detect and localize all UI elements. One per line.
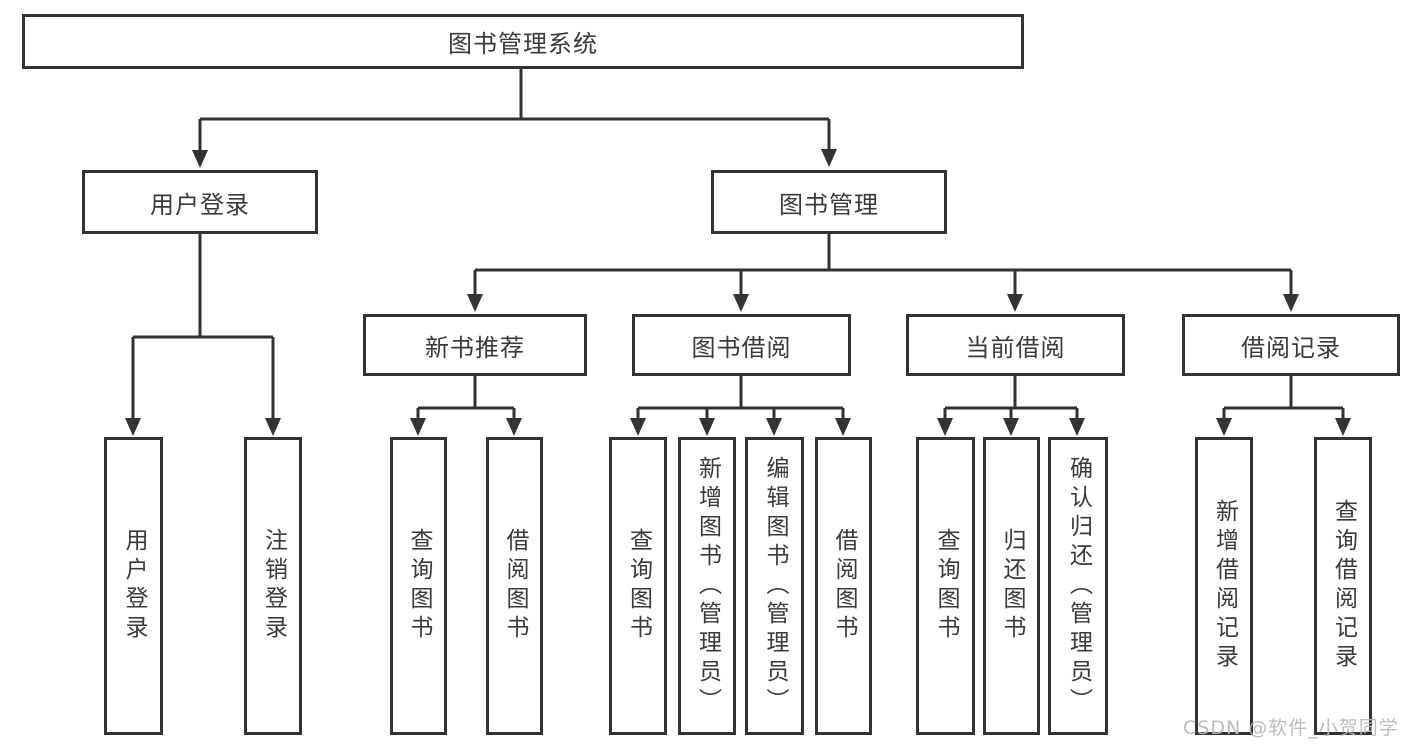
node-book-borrow: 图书借阅 <box>632 314 851 376</box>
leaf-label: 确认归还（管理员） <box>1065 455 1092 717</box>
leaf-add-book-admin: 新增图书（管理员） <box>678 437 736 735</box>
node-system-root: 图书管理系统 <box>22 14 1024 69</box>
leaf-confirm-return-admin: 确认归还（管理员） <box>1048 437 1108 735</box>
leaf-borrow-books-1: 借阅图书 <box>486 437 543 735</box>
leaf-label: 查询图书 <box>406 528 432 644</box>
leaf-label: 编辑图书（管理员） <box>762 455 788 717</box>
leaf-label: 注销登录 <box>260 528 287 644</box>
leaf-add-borrow-record: 新增借阅记录 <box>1195 437 1253 735</box>
leaf-query-books-1: 查询图书 <box>390 437 447 735</box>
leaf-label: 借阅图书 <box>502 528 528 644</box>
leaf-label: 查询图书 <box>625 528 652 644</box>
leaf-query-books-2: 查询图书 <box>609 437 667 735</box>
leaf-query-borrow-record: 查询借阅记录 <box>1314 437 1372 735</box>
leaf-query-books-3: 查询图书 <box>916 437 975 735</box>
leaf-label: 新增借阅记录 <box>1211 499 1238 673</box>
leaf-label: 查询图书 <box>933 528 959 644</box>
csdn-watermark: CSDN @软件_小贺同学 <box>1183 717 1399 739</box>
leaf-user-login: 用户登录 <box>104 437 163 735</box>
node-book-management: 图书管理 <box>711 170 947 234</box>
leaf-logout: 注销登录 <box>244 437 302 735</box>
node-user-login: 用户登录 <box>82 170 318 234</box>
leaf-label: 用户登录 <box>121 528 147 644</box>
node-current-borrow: 当前借阅 <box>906 314 1125 376</box>
leaf-label: 新增图书（管理员） <box>694 455 721 717</box>
node-new-book-recommend: 新书推荐 <box>363 314 587 376</box>
leaf-label: 归还图书 <box>999 528 1025 644</box>
node-borrow-records: 借阅记录 <box>1182 314 1400 376</box>
leaf-label: 借阅图书 <box>831 528 857 644</box>
leaf-return-book: 归还图书 <box>983 437 1040 735</box>
leaf-edit-book-admin: 编辑图书（管理员） <box>745 437 804 735</box>
leaf-label: 查询借阅记录 <box>1330 499 1357 673</box>
leaf-borrow-books-2: 借阅图书 <box>815 437 872 735</box>
